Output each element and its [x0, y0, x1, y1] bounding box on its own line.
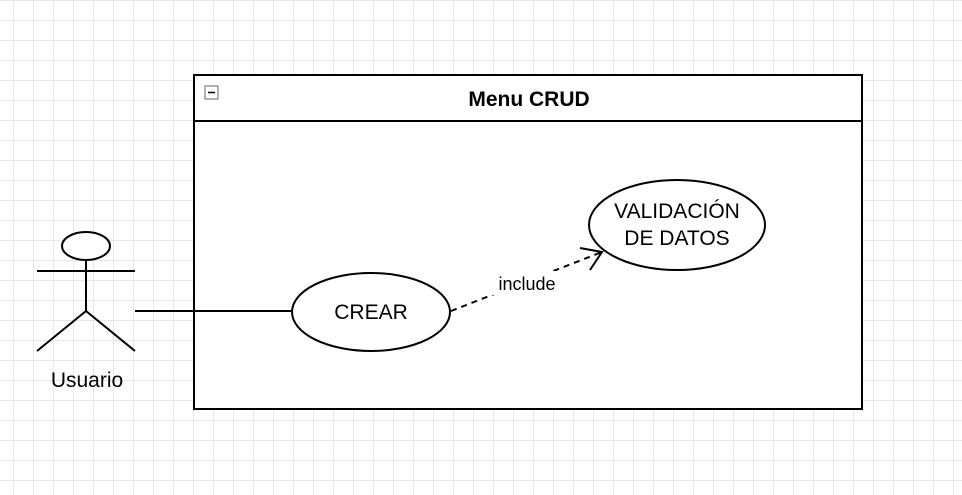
- system-title: Menu CRUD: [468, 88, 589, 111]
- use-case-crear-label: CREAR: [334, 301, 408, 324]
- include-arrowhead-icon: [579, 247, 604, 271]
- actor-right-leg: [85, 310, 136, 352]
- collapse-icon[interactable]: [204, 85, 219, 100]
- use-case-crear-ellipse: [291, 272, 451, 352]
- actor-label: Usuario: [51, 369, 123, 392]
- use-case-validacion[interactable]: VALIDACIÓN DE DATOS: [588, 179, 766, 271]
- system-boundary-box: [193, 74, 863, 410]
- include-label-bg: [489, 271, 564, 295]
- include-label: include: [498, 274, 555, 294]
- use-case-validacion-label-line1: VALIDACIÓN: [614, 200, 740, 223]
- use-case-crear[interactable]: CREAR: [291, 272, 451, 352]
- use-case-validacion-ellipse: [588, 179, 766, 271]
- actor-head: [61, 231, 111, 261]
- actor-left-leg: [36, 310, 87, 352]
- system-boundary[interactable]: Menu CRUD: [193, 74, 863, 410]
- use-case-validacion-label-line2: DE DATOS: [624, 227, 729, 250]
- actor-usuario[interactable]: [36, 231, 136, 352]
- include-relationship[interactable]: include: [450, 247, 604, 312]
